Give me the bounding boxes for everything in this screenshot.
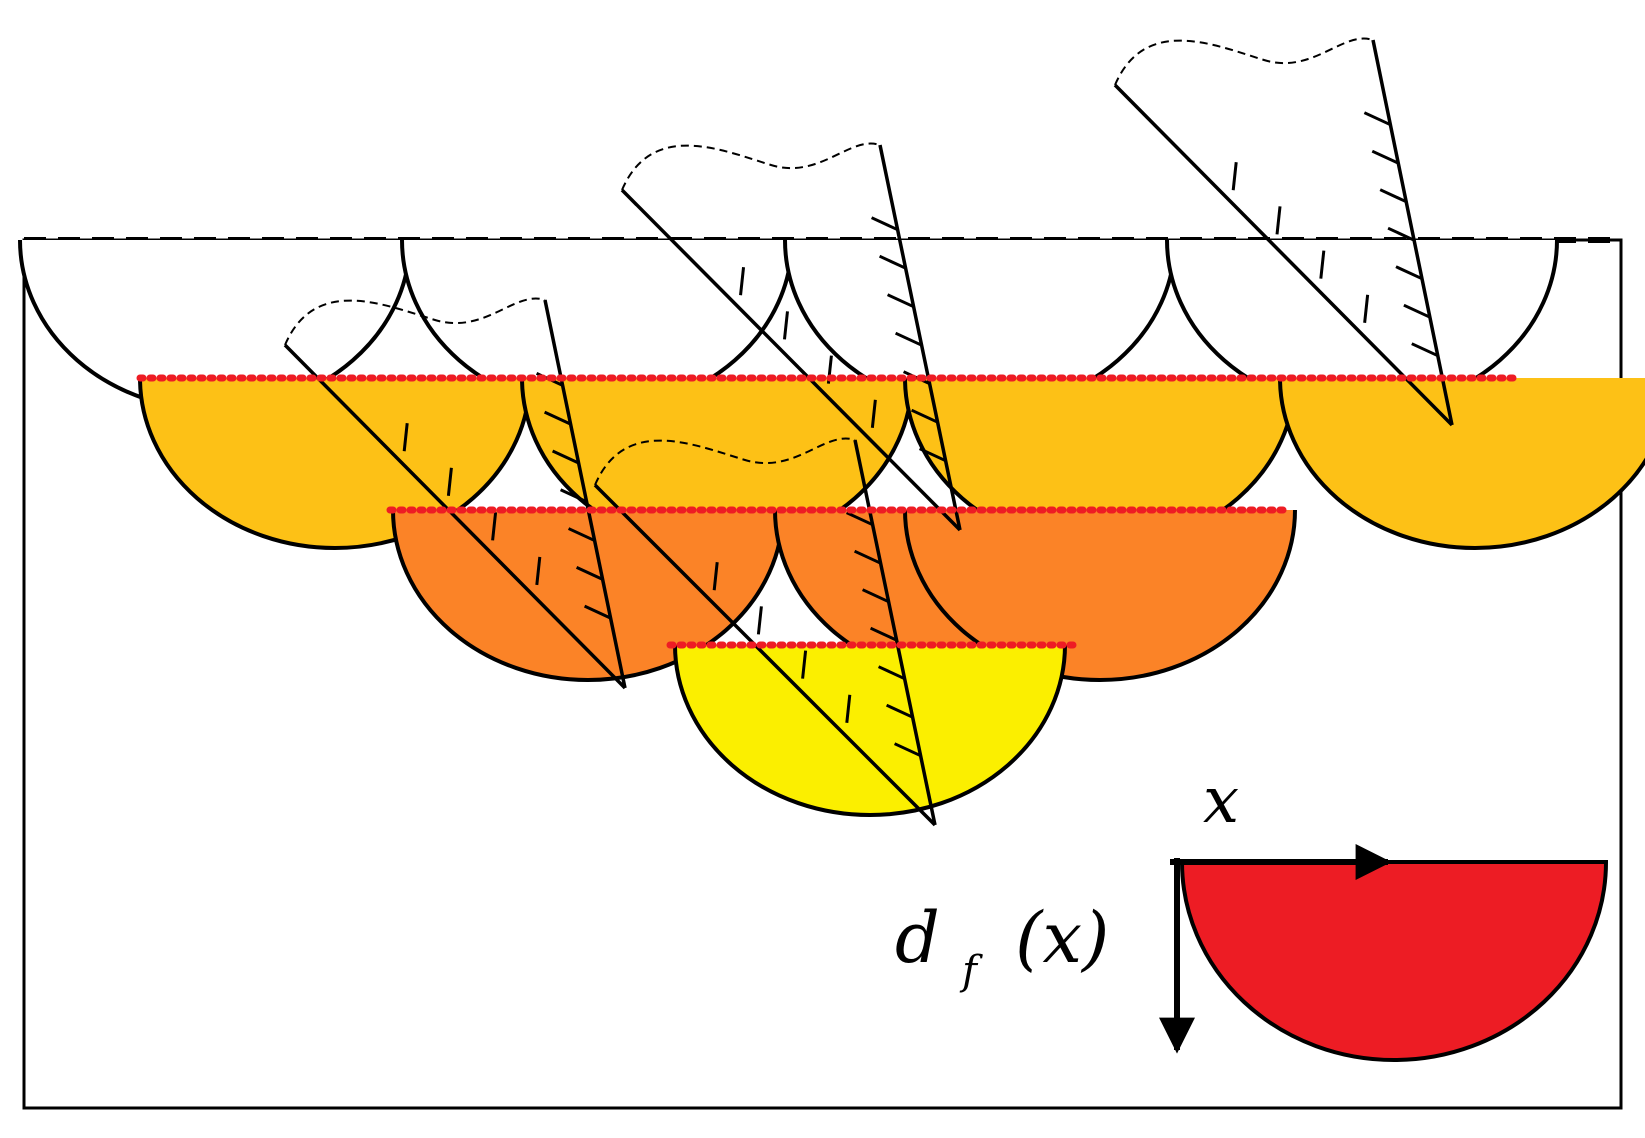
tool-hatch — [1231, 162, 1238, 191]
tool-hatch — [845, 511, 874, 527]
cutting-tool-icon — [1113, 37, 1454, 427]
tool-hatch — [559, 488, 588, 504]
tool-hatch — [583, 604, 612, 620]
tool-hatch — [869, 626, 898, 642]
tool-hatch — [853, 549, 882, 565]
tool-hatch — [446, 467, 453, 496]
depth-label: d f (x) — [895, 897, 1109, 1001]
tool-hatch — [870, 216, 899, 232]
x-axis-label: x — [1203, 764, 1239, 838]
tool-hatch — [1275, 206, 1282, 235]
tool-hatch — [1411, 342, 1439, 358]
tool-hatch — [782, 311, 789, 340]
tool-hatch — [739, 267, 746, 296]
tool-hatch — [845, 694, 852, 723]
layer-level-lines — [136, 374, 1524, 649]
tool-hatch — [712, 562, 719, 591]
tool-hatch — [1379, 188, 1407, 204]
scallop — [903, 509, 1297, 682]
tool-rake-edge — [1113, 83, 1454, 427]
scallop — [673, 644, 1067, 817]
cutting-tool-icon — [593, 437, 937, 827]
tool-hatch — [878, 254, 907, 270]
tool-outline — [1114, 37, 1374, 86]
tool-hatch — [491, 512, 498, 541]
tool-rake-edge — [620, 188, 962, 532]
tool-hatch — [877, 665, 906, 681]
tool-hatch — [402, 423, 409, 452]
depth-argument: (x) — [1015, 897, 1109, 979]
tool-flank-edge — [853, 439, 937, 826]
tool-hatch — [1387, 226, 1415, 242]
tool-hatch — [543, 410, 572, 426]
tool-hatch — [861, 588, 890, 604]
tool-hatch — [1363, 111, 1392, 127]
cutting-tool-icon — [620, 142, 962, 532]
tool-hatch — [551, 449, 580, 465]
tool-hatch — [535, 556, 542, 586]
tool-hatch — [918, 447, 947, 463]
scallop — [138, 377, 532, 550]
tool-hatch — [801, 650, 808, 679]
tool-hatch — [1319, 250, 1326, 279]
tool-hatch — [575, 565, 604, 581]
depth-symbol: d — [895, 897, 940, 979]
tool-flank-edge — [878, 144, 962, 531]
tool-hatch — [886, 293, 915, 309]
tool-hatch — [567, 527, 596, 542]
tool-hatch — [1403, 303, 1431, 319]
legend-scallop — [1179, 860, 1609, 1062]
tool-hatch — [893, 742, 922, 758]
tool-rake-edge — [593, 483, 937, 827]
tool-outline — [621, 142, 881, 191]
tool-hatch — [885, 703, 914, 719]
tool-outline — [594, 437, 856, 486]
tool-hatch — [910, 408, 939, 424]
legend: x d f (x) — [895, 764, 1609, 1062]
tool-rake-edge — [283, 343, 627, 690]
scallop-layers — [18, 239, 1645, 817]
tool-hatch — [1395, 265, 1423, 281]
depth-subscript: f — [959, 948, 983, 994]
cutter-tools — [283, 37, 1454, 827]
tool-flank-edge — [543, 299, 627, 689]
tool-hatch — [894, 331, 923, 347]
tool-hatch — [756, 606, 763, 635]
tool-hatch — [1363, 294, 1370, 323]
cutting-tool-icon — [283, 297, 627, 690]
tool-flank-edge — [1371, 39, 1454, 426]
tool-hatch — [870, 399, 877, 428]
tool-outline — [284, 297, 546, 346]
scallop — [1278, 377, 1645, 550]
tool-hatch — [1371, 149, 1399, 165]
